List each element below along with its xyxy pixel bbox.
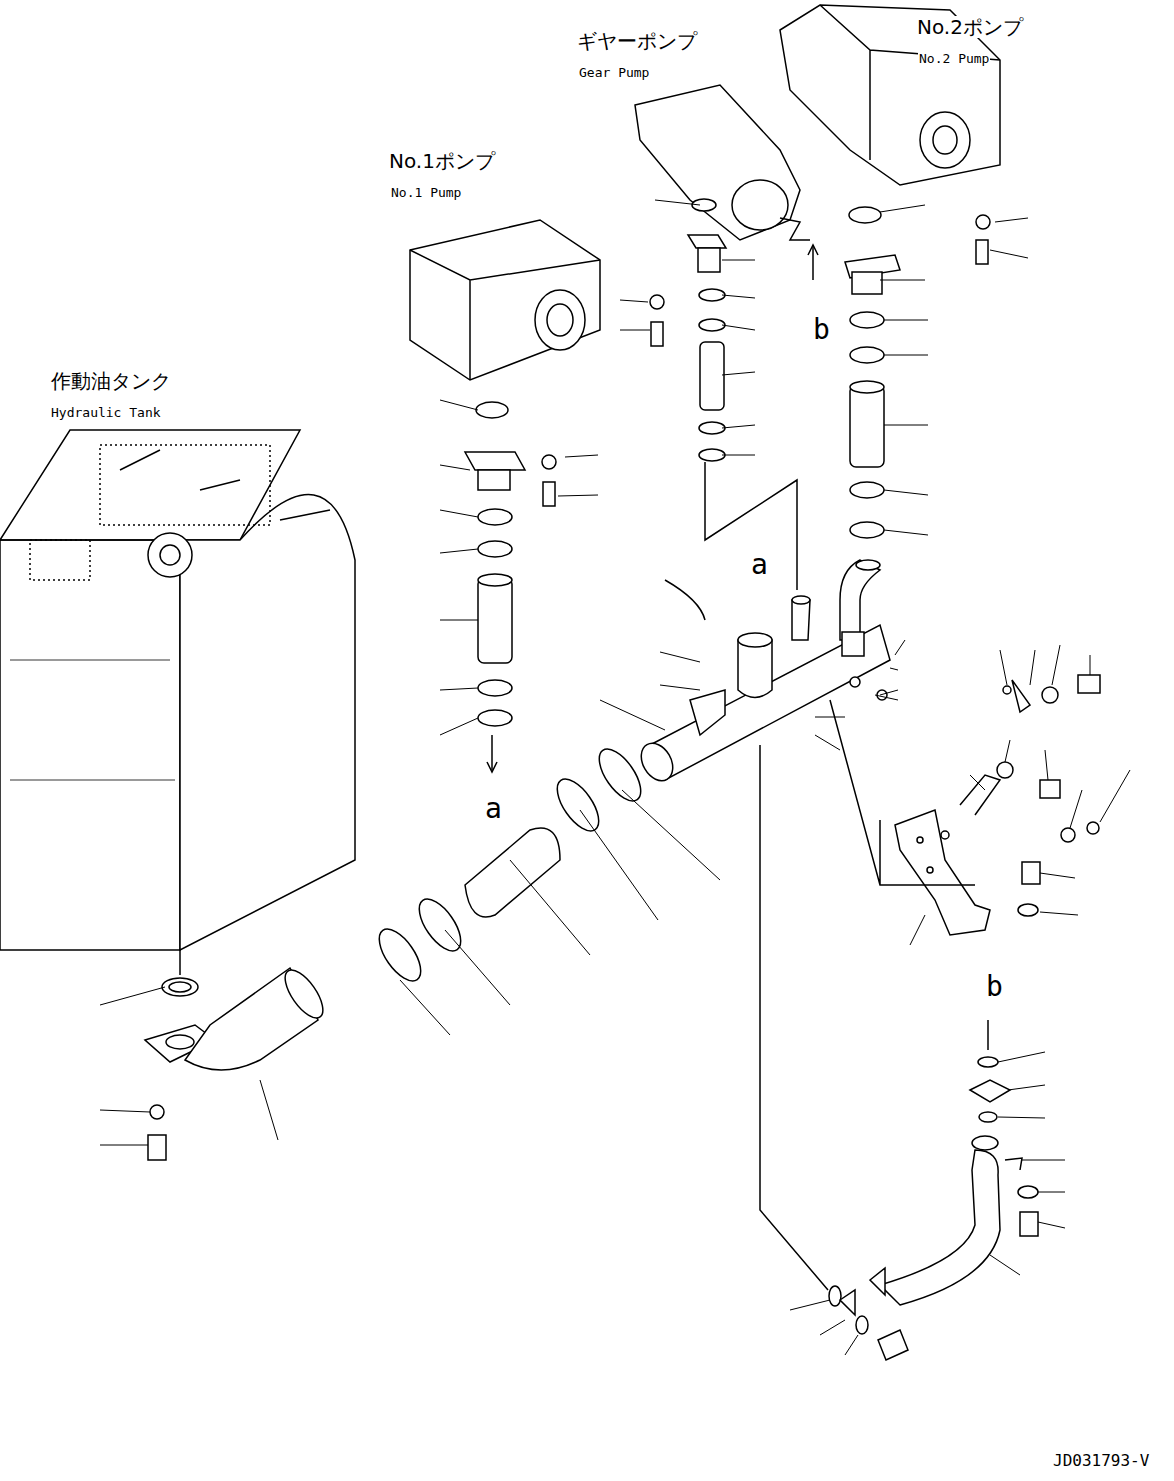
drawing-number: JD031793-V (1052, 1452, 1150, 1470)
suction-hose (371, 742, 648, 987)
gear-pump-suction-parts (650, 199, 818, 590)
no1-pump (410, 220, 600, 380)
hydraulic-tank (0, 430, 355, 975)
part-title: No.2ポンプ (916, 16, 1024, 38)
part-title: Hydraulic Tank (50, 406, 162, 420)
suction-elbow (145, 964, 330, 1160)
mounting-bracket (830, 675, 1100, 935)
suction-manifold (635, 560, 890, 786)
part-title: No.1 Pump (390, 186, 462, 200)
part-title: Gear Pump (578, 66, 650, 80)
no2-suction-parts (845, 207, 990, 538)
part-title: ギヤーポンプ (576, 30, 698, 52)
connection-letter: a (484, 794, 503, 825)
connection-letter: b (812, 315, 831, 346)
no1-suction-parts (465, 402, 556, 772)
part-title: No.2 Pump (918, 52, 990, 66)
gear-pump (635, 85, 810, 240)
part-title: No.1ポンプ (388, 150, 496, 172)
pressure-hose (760, 745, 1038, 1360)
connection-letter: b (985, 972, 1004, 1003)
leader-lines (100, 200, 1130, 1355)
connection-letter: a (750, 550, 769, 581)
part-title: 作動油タンク (50, 370, 172, 392)
